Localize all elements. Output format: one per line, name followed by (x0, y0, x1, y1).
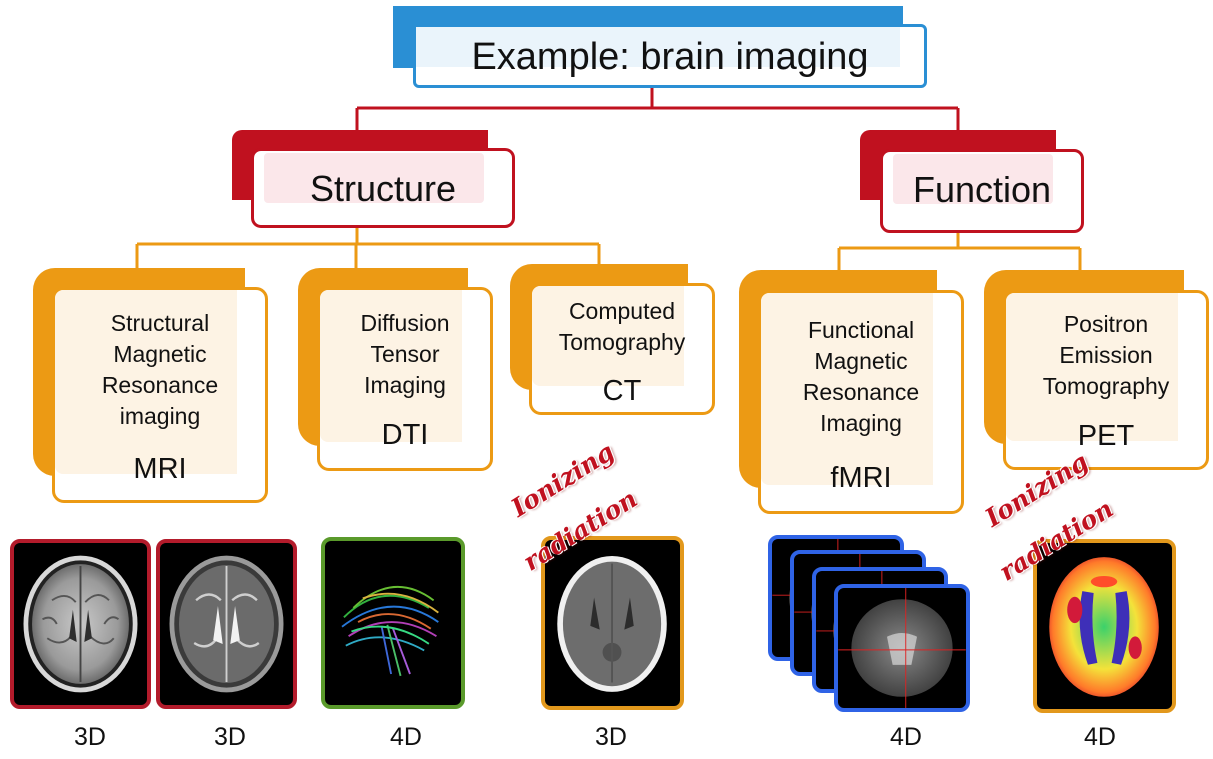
structure-box: Structure (251, 148, 515, 228)
diagram-title: Example: brain imaging (471, 36, 869, 78)
pet-dimension-label: 4D (1084, 723, 1116, 751)
fmri-dimension-label: 4D (890, 723, 922, 751)
mri-t1-scan-image (10, 539, 151, 709)
fmri-abbr: fMRI (830, 462, 892, 494)
fmri-volume-4 (834, 584, 970, 712)
pet-name: Positron Emission Tomography (1042, 311, 1170, 399)
mri-abbr: MRI (133, 453, 187, 485)
ct-dimension-label: 3D (595, 723, 627, 751)
pet-scan-image (1033, 539, 1176, 713)
function-label: Function (912, 169, 1052, 210)
function-box: Function (880, 149, 1084, 233)
dti-dimension-label: 4D (390, 723, 422, 751)
mri-t1-dimension-label: 3D (74, 723, 106, 751)
mri-t2-dimension-label: 3D (214, 723, 246, 751)
dti-box: Diffusion Tensor Imaging DTI (317, 287, 493, 471)
ct-box: Computed Tomography CT (529, 283, 715, 415)
pet-box: Positron Emission Tomography PET (1003, 290, 1209, 470)
pet-abbr: PET (1077, 420, 1135, 452)
mri-box: Structural Magnetic Resonance imaging MR… (52, 287, 268, 503)
dti-tractography-image (321, 537, 465, 709)
ct-abbr: CT (602, 375, 642, 407)
structure-label: Structure (309, 168, 457, 209)
fmri-name: Functional Magnetic Resonance Imaging (802, 317, 920, 436)
mri-t2-scan-image (156, 539, 297, 709)
dti-name: Diffusion Tensor Imaging (360, 310, 450, 398)
mri-name: Structural Magnetic Resonance imaging (101, 310, 219, 429)
ct-scan-image (541, 536, 684, 710)
fmri-box: Functional Magnetic Resonance Imaging fM… (758, 290, 964, 514)
title-box: Example: brain imaging (413, 24, 927, 88)
dti-abbr: DTI (381, 419, 429, 451)
ct-name: Computed Tomography (558, 298, 686, 355)
